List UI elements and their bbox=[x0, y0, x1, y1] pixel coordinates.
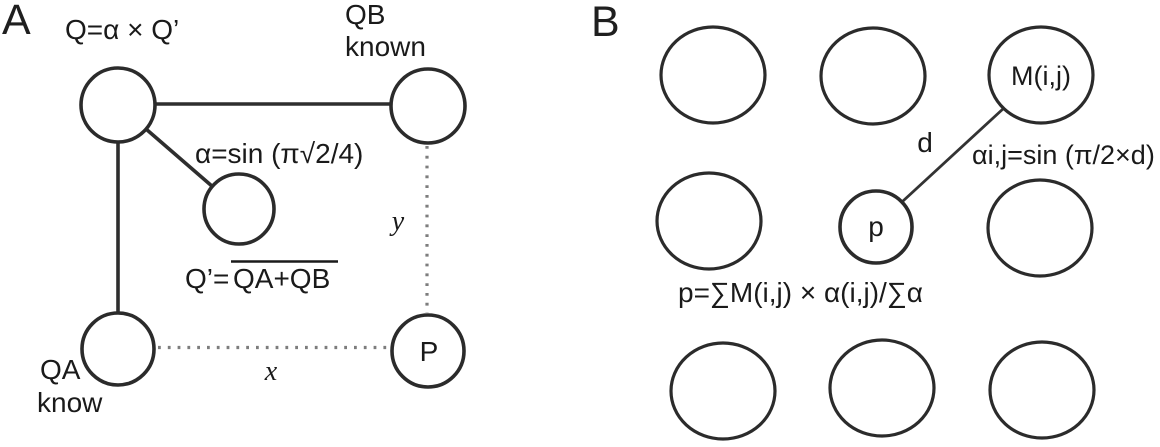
qb-label-line2: known bbox=[345, 31, 426, 62]
grid-node-r3c1 bbox=[669, 341, 777, 441]
node-alpha bbox=[202, 172, 276, 246]
node-qb bbox=[389, 67, 467, 145]
grid-node-r2c3 bbox=[986, 178, 1094, 278]
q-prime-formula-prefix: Q’= bbox=[185, 263, 229, 294]
m-node-label: M(i,j) bbox=[1011, 61, 1071, 91]
panel-a-label: A bbox=[2, 0, 31, 44]
panel-a: A Q=α × Q’ QB known α=sin (π√2/4) Q’= QA… bbox=[2, 0, 467, 418]
x-distance-label: x bbox=[264, 356, 278, 387]
node-q bbox=[79, 66, 157, 144]
q-prime-formula-overlined: QA+QB bbox=[233, 263, 330, 294]
panel-b: B M(i,j) d αi,j=sin (π/2×d) p p=∑M(i,j) … bbox=[591, 0, 1155, 441]
q-formula-label: Q=α × Q’ bbox=[65, 14, 179, 45]
edge-q-alpha bbox=[144, 127, 215, 189]
qb-label-line1: QB bbox=[345, 0, 385, 30]
d-distance-label: d bbox=[917, 127, 933, 158]
node-p-small bbox=[838, 189, 914, 265]
edge-p-m bbox=[902, 106, 1005, 203]
p-formula-label: p=∑M(i,j) × α(i,j)/∑α bbox=[678, 277, 923, 308]
grid-node-m bbox=[987, 25, 1095, 125]
grid-node-r2c1 bbox=[655, 171, 763, 271]
grid-node-r3c3 bbox=[988, 340, 1096, 440]
y-distance-label: y bbox=[389, 206, 405, 237]
grid-node-r1c2 bbox=[819, 26, 927, 126]
panel-b-label: B bbox=[591, 0, 620, 46]
qa-label-line2: know bbox=[37, 387, 103, 418]
qa-label-line1: QA bbox=[40, 354, 81, 385]
p-small-node-label: p bbox=[868, 211, 884, 242]
p-node-label: P bbox=[420, 336, 439, 367]
node-qa bbox=[80, 311, 156, 387]
node-p-interpolated bbox=[390, 313, 466, 389]
alpha-formula-label: α=sin (π√2/4) bbox=[195, 138, 363, 169]
alpha-ij-formula-label: αi,j=sin (π/2×d) bbox=[972, 140, 1155, 170]
grid-node-r3c2 bbox=[828, 338, 936, 438]
grid-node-r1c1 bbox=[659, 25, 767, 125]
